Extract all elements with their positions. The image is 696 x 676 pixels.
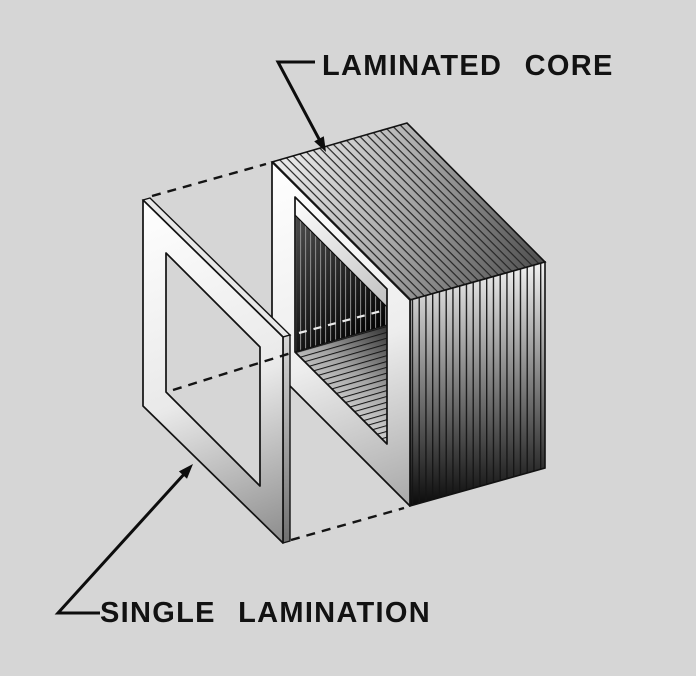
laminated-core-label: LAMINATED CORE xyxy=(322,50,614,82)
single-lamination-leader-line xyxy=(54,470,188,615)
arrow-up-right-icon xyxy=(178,464,193,479)
leader-laminated-core: LAMINATED CORE xyxy=(275,50,614,152)
dashed-line-bottom xyxy=(290,506,405,542)
core-stack-end-face xyxy=(409,260,546,508)
single-lamination-label: SINGLE LAMINATION xyxy=(100,597,431,629)
leader-single-lamination: SINGLE LAMINATION xyxy=(54,464,431,629)
lamination-frame-face xyxy=(142,199,284,544)
arrow-down-right-icon xyxy=(314,136,326,152)
core-cavity xyxy=(294,195,388,446)
dashed-line-middle xyxy=(172,351,292,392)
laminated-core-figure xyxy=(270,122,547,508)
projection-dashed-lines xyxy=(151,162,405,542)
single-lamination-figure xyxy=(141,197,292,544)
stack-end-stripes xyxy=(409,260,546,508)
laminated-core-leader-line xyxy=(275,60,321,140)
core-front-frame xyxy=(271,161,411,507)
dashed-line-top xyxy=(151,162,267,198)
lamination-side-edge-thickness xyxy=(282,334,291,544)
